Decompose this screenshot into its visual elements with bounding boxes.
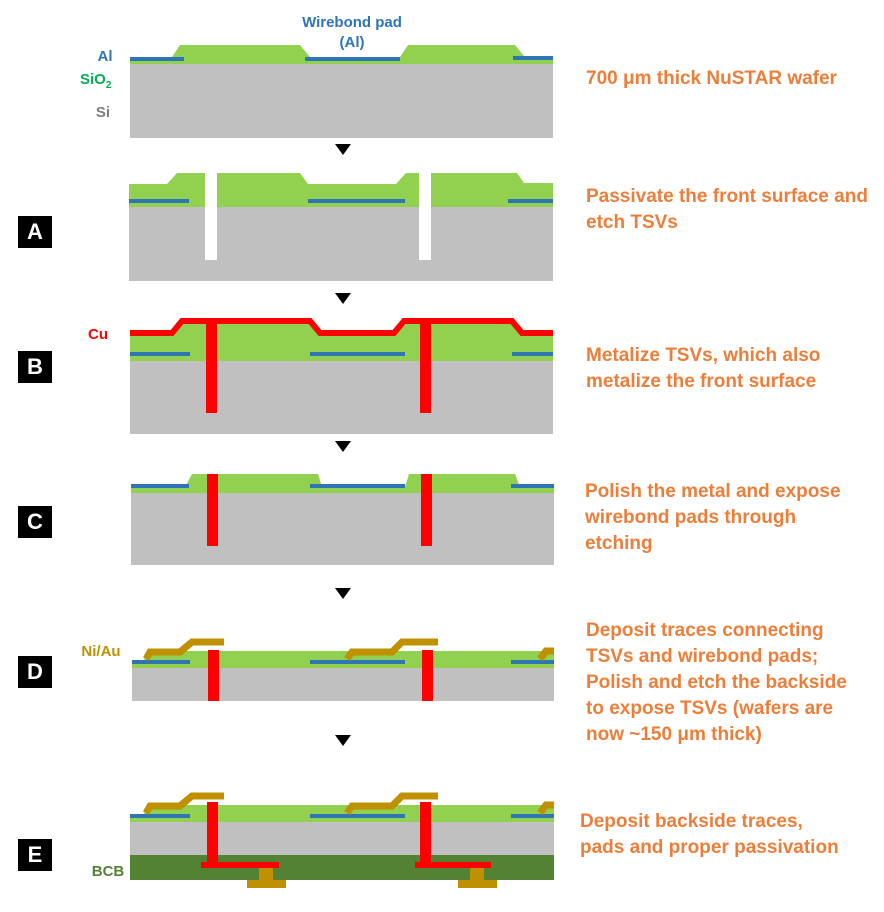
al-label: Al [98,48,113,65]
al-pad-left [129,199,189,203]
step-line: pads and proper passivation [580,837,839,858]
al-pad-right [511,660,554,664]
al-pad-left [130,57,184,61]
silicon-layer [130,822,554,855]
down-arrow-icon [335,144,351,155]
step-line: Polish and etch the backside [586,672,847,693]
step-badge-d: D [18,656,52,688]
al-pad-center [310,352,405,356]
backside-pad-left [247,880,286,888]
step-line: 700 μm thick NuSTAR wafer [586,68,837,89]
backside-trace-left [201,862,279,868]
step-description-initial: 700 μm thick NuSTAR wafer [586,66,837,92]
step-badge-b: B [18,351,52,383]
step-line: Deposit backside traces, [580,811,803,832]
al-pad-right [511,484,554,488]
wafer-step-a [129,173,553,281]
niau-trace-center [344,792,438,816]
wafer-initial [130,45,553,138]
step-line: now ~150 μm thick) [586,724,762,745]
backside-pad-right-stem [470,868,484,880]
step-description-a: Passivate the front surface and etch TSV… [586,184,868,236]
backside-pad-right [458,880,497,888]
step-description-b: Metalize TSVs, which also metalize the f… [586,343,820,395]
wirebond-pad-label: Wirebond pad [302,14,402,31]
silicon-layer [129,207,553,281]
al-pad-right [513,56,553,60]
step-badge-e: E [18,839,52,871]
step-description-c: Polish the metal and expose wirebond pad… [585,479,841,557]
niau-trace-center [344,638,438,662]
niau-trace-left [142,638,224,661]
step-badge-c: C [18,506,52,538]
niau-trace-right [537,801,554,816]
al-pad-left [131,484,189,488]
copper-tsv-right [422,650,433,701]
al-pad-right [512,352,553,356]
copper-layer [130,318,553,336]
down-arrow-icon [335,735,351,746]
al-pad-center [305,57,400,61]
copper-tsv-left [208,650,219,701]
si-label: Si [96,104,110,121]
al-pad-left [130,814,190,818]
al-pad-left [132,660,190,664]
silicon-layer [130,64,553,138]
step-line: wirebond pads through [585,507,797,528]
backside-trace-right [415,862,491,868]
down-arrow-icon [335,293,351,304]
wafer-step-b [130,318,553,434]
niau-trace-right [537,647,554,662]
wafer-step-c [131,474,554,565]
step-line: TSVs and wirebond pads; [586,646,819,667]
silicon-layer [131,493,554,565]
al-pad-right [508,199,553,203]
backside-pad-left-stem [259,868,273,880]
al-pad-center [310,484,405,488]
oxide-layer [132,651,554,668]
al-pad-center [308,199,405,203]
oxide-layer [130,322,553,361]
niau-label: Ni/Au [81,643,120,660]
sio2-label: SiO2 [80,71,112,91]
copper-tsv-left [207,802,218,864]
step-line: Deposit traces connecting [586,620,824,641]
tsv-hole-right [419,173,431,260]
step-line: etching [585,533,653,554]
step-line: Polish the metal and expose [585,481,841,502]
copper-tsv-right [420,802,431,864]
wirebond-pad-sublabel: (Al) [340,34,365,51]
copper-tsv-right [421,474,432,546]
step-line: to expose TSVs (wafers are [586,698,834,719]
step-description-e: Deposit backside traces, pads and proper… [580,809,839,861]
oxide-layer [130,805,554,822]
wafer-step-d [132,638,554,701]
step-line: Metalize TSVs, which also [586,345,821,366]
oxide-layer [131,474,554,493]
silicon-layer [130,361,553,434]
copper-tsv-left [206,321,217,413]
al-pad-left [130,352,190,356]
silicon-layer [132,668,554,701]
oxide-layer [129,173,553,207]
step-line: etch TSVs [586,212,678,233]
down-arrow-icon [335,588,351,599]
copper-tsv-left [207,474,218,546]
al-pad-center [310,660,405,664]
al-pad-center [310,814,405,818]
wafer-step-e [130,792,554,888]
step-badge-a: A [18,216,52,248]
bcb-label: BCB [92,863,125,880]
al-pad-right [511,814,554,818]
copper-tsv-right [420,321,431,413]
niau-trace-left [142,792,224,815]
step-description-d: Deposit traces connecting TSVs and wireb… [586,618,847,748]
oxide-layer [130,45,553,64]
tsv-hole-left [205,173,217,260]
down-arrow-icon [335,441,351,452]
step-line: metalize the front surface [586,371,817,392]
cu-label: Cu [88,326,108,343]
step-line: Passivate the front surface and [586,186,868,207]
